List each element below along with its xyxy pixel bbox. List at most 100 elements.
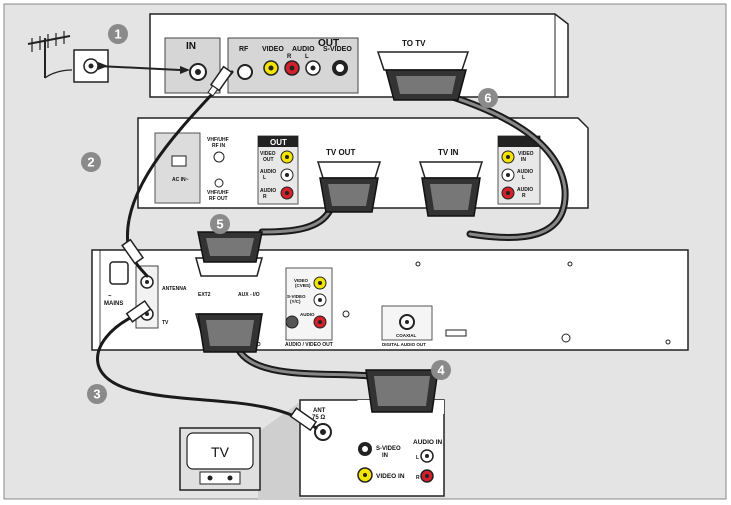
top-video-jack-pin (268, 65, 274, 71)
tv-back-jack-2 (227, 475, 233, 481)
tv-ant-label: ANT (313, 408, 326, 414)
tv-video-in-pin (363, 473, 367, 477)
antenna-arrow-head (180, 66, 190, 74)
step-5-number: 5 (216, 217, 223, 232)
antenna-arrow-tail (98, 62, 108, 70)
vcr-audio-r2-pin (506, 191, 510, 195)
tv-audio-in-label: AUDIO IN (413, 439, 443, 446)
recorder-coaxial-label: COAXIAL (396, 333, 417, 338)
vcr-ac-label: AC IN~ (172, 177, 189, 183)
recorder-svideo-yc-l1: S-VIDEO (287, 294, 306, 299)
vcr-audio-r2-l2: R (522, 193, 526, 199)
vcr-audio-l2-l1: AUDIO (517, 169, 533, 175)
recorder-mains-socket (109, 261, 129, 285)
antenna-lead (44, 69, 73, 79)
recorder-av-out-label: AUDIO / VIDEO OUT (285, 342, 333, 348)
cable-scart-6-inner (428, 88, 567, 239)
scart-plug-vcr-out-grip (328, 184, 370, 206)
vcr-video-out-l2: OUT (263, 157, 274, 163)
tv-video-in-label: VIDEO IN (376, 473, 405, 480)
tv-audio-r-label: R (416, 475, 420, 481)
vcr-tv-out-socket (316, 161, 382, 179)
vcr-tv-out-label: TV OUT (326, 148, 355, 157)
step-4-marker (431, 360, 451, 380)
vcr-audio-l2-pin (506, 173, 510, 177)
recorder-video-pin (318, 281, 322, 285)
top-audio-label: AUDIO (292, 46, 315, 53)
cable-rf-antenna (126, 70, 234, 278)
tv-audio-l-label: L (416, 455, 419, 461)
top-rf-jack (237, 64, 253, 80)
top-audio-r: R (287, 54, 292, 60)
recorder-audio-label: AUDIO (300, 312, 315, 317)
tv-back-panel (199, 471, 241, 485)
antenna-boom (27, 35, 71, 45)
step-6-number: 6 (484, 91, 491, 106)
vcr-video-in-pin (506, 155, 510, 159)
tv-ant-pin (320, 429, 326, 435)
vcr-ac-socket (171, 155, 187, 167)
recorder-aux-label: AUX - I/O (238, 292, 260, 298)
antenna-arrow-line (97, 65, 181, 71)
vcr-audio-l-l2: L (263, 175, 266, 181)
recorder-video-cvbs-l2: (CVBS) (295, 283, 311, 288)
step-5-marker (210, 214, 230, 234)
recorder-device: ~ MAINS ANTENNA TV EXT2 AUX - I/O I/O VI… (91, 249, 689, 351)
recorder-screw-4 (665, 339, 671, 345)
top-rf-label: RF (239, 46, 249, 53)
scart-plug-tv-grip (374, 376, 430, 406)
scart-plug-ext2-grip (206, 238, 254, 256)
cable-scart-5-inner (260, 208, 332, 234)
recorder-svideo-yc-l2: (Y/C) (290, 299, 301, 304)
scart-plug-vcr-in-grip (430, 184, 472, 210)
top-in-jack-pin (195, 69, 201, 75)
vcr-audio-r2-l1: AUDIO (517, 187, 533, 193)
recorder-fan-slot (445, 329, 467, 337)
vcr-video-out-l1: VIDEO (260, 151, 276, 157)
vcr-audio-l-l1: AUDIO (260, 169, 276, 175)
recorder-antenna-in-pin (145, 280, 149, 284)
step-1-marker (108, 24, 128, 44)
tv-audio-r-pin (425, 474, 429, 478)
step-2-marker (81, 152, 101, 172)
tv-ant-ohm: 75 Ω (312, 415, 325, 421)
recorder-mains-label: MAINS (104, 301, 123, 307)
vcr-in-header-bg (498, 136, 540, 147)
recorder-screw-5 (342, 310, 350, 318)
scart-plug-top-grip (396, 76, 456, 94)
rf-plug-recorder-tv (125, 299, 152, 323)
vcr-audio-r-pin (285, 191, 289, 195)
step-markers: 1 2 3 4 5 6 (81, 24, 498, 404)
step-4-number: 4 (437, 363, 445, 378)
rf-plug-antenna (121, 238, 145, 265)
cable-scart-4-inner (238, 350, 372, 378)
vcr-video-out-pin (285, 155, 289, 159)
vcr-out-header: OUT (270, 138, 287, 147)
vcr-audio-l2-l2: L (522, 175, 525, 181)
tv-svideo-l2: IN (382, 453, 388, 459)
recorder-audio-l-pin (318, 298, 322, 302)
step-3-number: 3 (93, 387, 100, 402)
step-3-marker (87, 384, 107, 404)
tv-screen-label: TV (211, 444, 230, 460)
recorder-ext2-label: EXT2 (198, 292, 211, 298)
tv-projection (258, 402, 300, 500)
scart-plug-ext1-grip (206, 320, 254, 346)
vcr-video-in-l2: IN (521, 157, 526, 163)
tv-svideo-inner (362, 446, 368, 452)
recorder-video-cvbs-l1: VIDEO (294, 278, 309, 283)
vcr-rf-in-jack (213, 151, 225, 163)
vcr-tv-in-label: TV IN (438, 148, 459, 157)
recorder-audio-r-pin (318, 320, 322, 324)
recorder-screw-1 (415, 261, 421, 267)
tv-screen (186, 432, 254, 470)
tv-svideo-l1: S-VIDEO (376, 446, 401, 452)
top-audio-r-jack-pin (289, 65, 295, 71)
recorder-mains-tilde: ~ (108, 294, 112, 300)
wall-socket-pin (88, 63, 94, 69)
top-svideo-label: S-VIDEO (323, 46, 352, 53)
top-audio-l-jack-pin (310, 65, 316, 71)
step-6-marker (478, 88, 498, 108)
